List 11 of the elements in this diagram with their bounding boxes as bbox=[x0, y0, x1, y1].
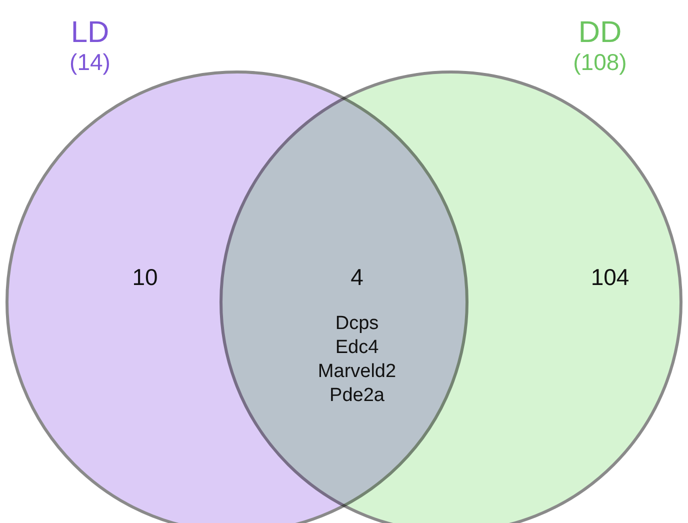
gene-name: Edc4 bbox=[335, 338, 379, 359]
region-count: 4 bbox=[350, 265, 364, 290]
gene-name: Dcps bbox=[335, 314, 379, 335]
region-count: 10 bbox=[132, 265, 158, 290]
set-name: DD bbox=[578, 16, 622, 49]
region-count: 104 bbox=[590, 265, 630, 290]
set-total: (108) bbox=[573, 50, 627, 76]
gene-name: Pde2a bbox=[330, 386, 384, 407]
set-total: (14) bbox=[70, 50, 110, 76]
set-name: LD bbox=[70, 16, 110, 49]
gene-name: Marveld2 bbox=[318, 362, 396, 383]
